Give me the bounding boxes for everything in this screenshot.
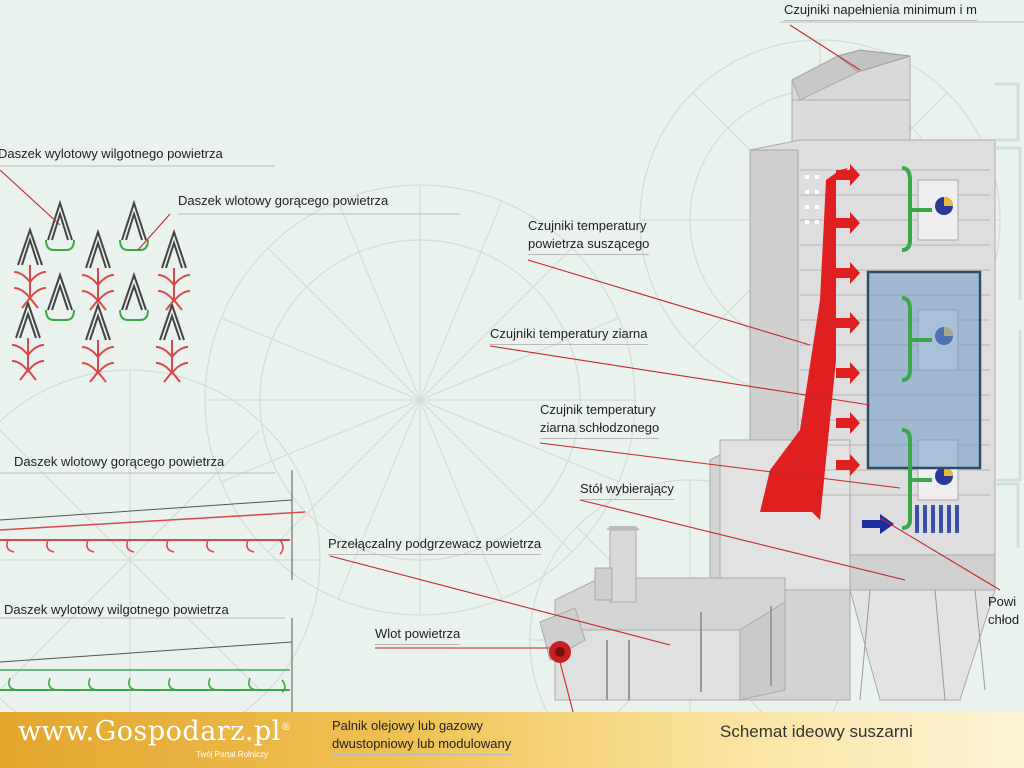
tagline: Twój Portal Rolniczy [196, 750, 268, 759]
label-czujniki-temp-powietrza-line1: Czujniki temperatury [528, 218, 647, 234]
registered-mark: ® [281, 722, 292, 733]
label-powi-line1: Powi [988, 594, 1016, 610]
label-stol-wybierajacy: Stół wybierający [580, 481, 674, 500]
label-palnik-line2: dwustopniowy lub modulowany [332, 736, 511, 755]
roof-pattern [12, 203, 190, 382]
diagram-caption: Schemat ideowy suszarni [720, 722, 913, 742]
label-powi-line2: chłod [988, 612, 1019, 628]
site-logo[interactable]: www.Gospodarz.pl® [18, 716, 291, 747]
label-palnik-line1: Palnik olejowy lub gazowy [332, 718, 483, 734]
label-podgrzewacz: Przełączalny podgrzewacz powietrza [328, 536, 541, 555]
label-daszek-wlotowy-side: Daszek wlotowy gorącego powietrza [14, 454, 224, 470]
logo-text: www.Gospodarz.pl [18, 716, 281, 747]
label-czujniki-napelnienia: Czujniki napełnienia minimum i m [784, 2, 977, 21]
label-daszek-wylotowy-top: Daszek wylotowy wilgotnego powietrza [0, 146, 223, 162]
label-czujniki-temp-powietrza-line2: powietrza suszącego [528, 236, 649, 255]
label-daszek-wlotowy-top: Daszek wlotowy gorącego powietrza [178, 193, 388, 209]
label-czujnik-schlodzonego-line2: ziarna schłodzonego [540, 420, 659, 439]
dryer-tower [540, 50, 1020, 700]
label-daszek-wylotowy-side: Daszek wylotowy wilgotnego powietrza [4, 602, 229, 618]
label-czujniki-temp-ziarna: Czujniki temperatury ziarna [490, 326, 648, 345]
label-wlot-powietrza: Wlot powietrza [375, 626, 460, 645]
label-czujnik-schlodzonego-line1: Czujnik temperatury [540, 402, 656, 418]
side-sections [0, 470, 305, 712]
